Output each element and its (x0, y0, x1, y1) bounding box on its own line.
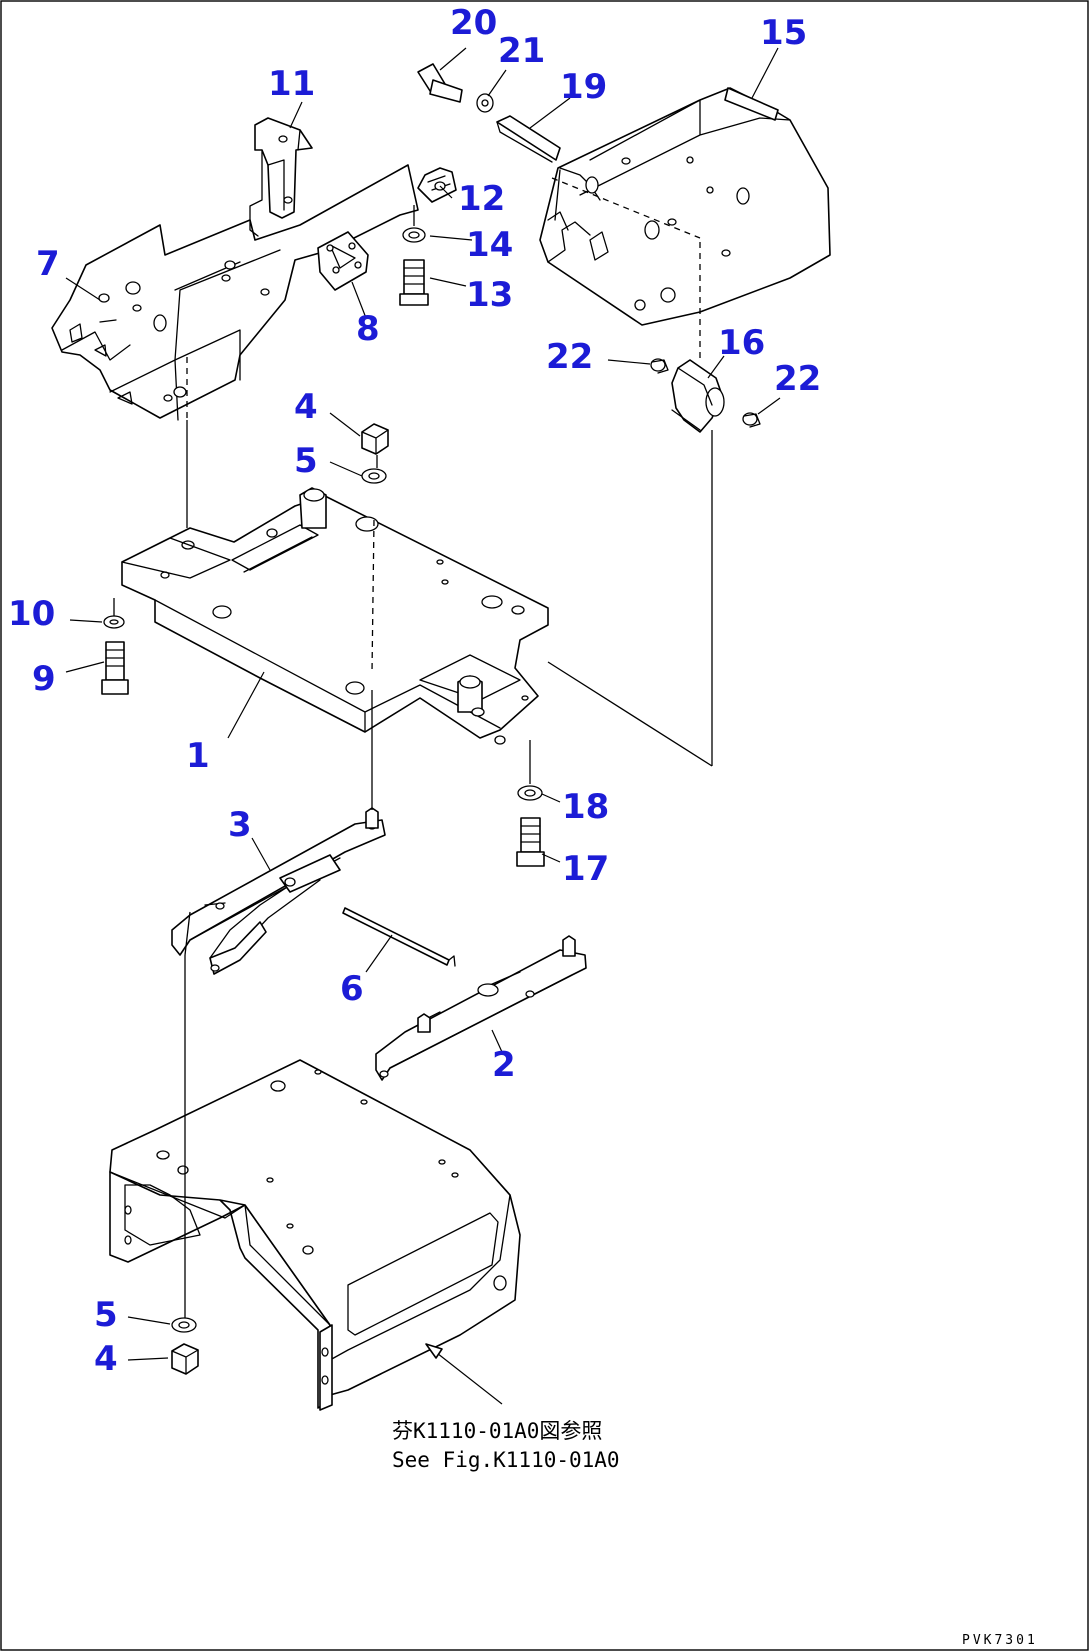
assembly-axis-lines (113, 177, 713, 1318)
callout-3: 3 (228, 805, 252, 845)
callout-19: 19 (560, 67, 607, 107)
drawing-code: PVK7301 (962, 1633, 1038, 1648)
part-12-clip (417, 167, 457, 203)
part-5-washer-lower (171, 1317, 197, 1333)
callout-22-right: 22 (774, 359, 821, 399)
part-13-bolt (399, 259, 429, 306)
part-20-bolt (417, 63, 463, 103)
part-7-console-frame (51, 164, 419, 421)
part-5-washer-upper (361, 468, 387, 484)
callout-5-upper: 5 (294, 441, 318, 481)
part-8-plate (317, 231, 369, 291)
callout-4-lower: 4 (94, 1339, 118, 1379)
callout-8: 8 (356, 309, 380, 349)
callout-20: 20 (450, 3, 497, 43)
callout-21: 21 (498, 31, 545, 71)
callout-9: 9 (32, 659, 56, 699)
part-17-bolt (516, 817, 545, 867)
part-4-nut-lower (171, 1343, 199, 1375)
part-11-bracket (249, 117, 313, 237)
callout-22-left: 22 (546, 337, 593, 377)
callout-14: 14 (466, 225, 513, 265)
part-1-floor-plate (121, 487, 549, 745)
part-16-bracket (671, 359, 725, 433)
lower-cover-box (109, 1059, 521, 1411)
callout-5-lower: 5 (94, 1295, 118, 1335)
callout-10: 10 (8, 594, 55, 634)
part-2-arm (375, 935, 587, 1081)
callout-12: 12 (458, 179, 505, 219)
part-9-bolt (101, 641, 129, 695)
part-18-washer (517, 785, 543, 801)
part-6-rod (342, 907, 456, 967)
callout-leader-lines (65, 47, 781, 1361)
callout-1: 1 (186, 736, 210, 776)
part-14-washer (402, 227, 426, 243)
part-3-linkage (171, 807, 386, 975)
part-19-pin (496, 115, 561, 163)
callout-16: 16 (718, 323, 765, 363)
callout-2: 2 (492, 1045, 516, 1085)
callout-15: 15 (760, 13, 807, 53)
callout-4-upper: 4 (294, 387, 318, 427)
callout-7: 7 (36, 244, 60, 284)
reference-note-japanese: 芬K1110-01A0図参照 (392, 1419, 602, 1443)
part-4-nut-upper (361, 423, 389, 455)
reference-arrow (425, 1343, 503, 1405)
callout-13: 13 (466, 275, 513, 315)
part-10-washer (103, 615, 125, 629)
reference-note-english: See Fig.K1110-01A0 (392, 1448, 620, 1472)
callout-6: 6 (340, 969, 364, 1009)
part-15-cover (539, 87, 831, 326)
part-22-bushing-left (650, 358, 669, 374)
callout-11: 11 (268, 64, 315, 104)
part-22-bushing-right (742, 412, 761, 428)
callout-17: 17 (562, 849, 609, 889)
callout-18: 18 (562, 787, 609, 827)
part-21-washer (476, 93, 494, 113)
